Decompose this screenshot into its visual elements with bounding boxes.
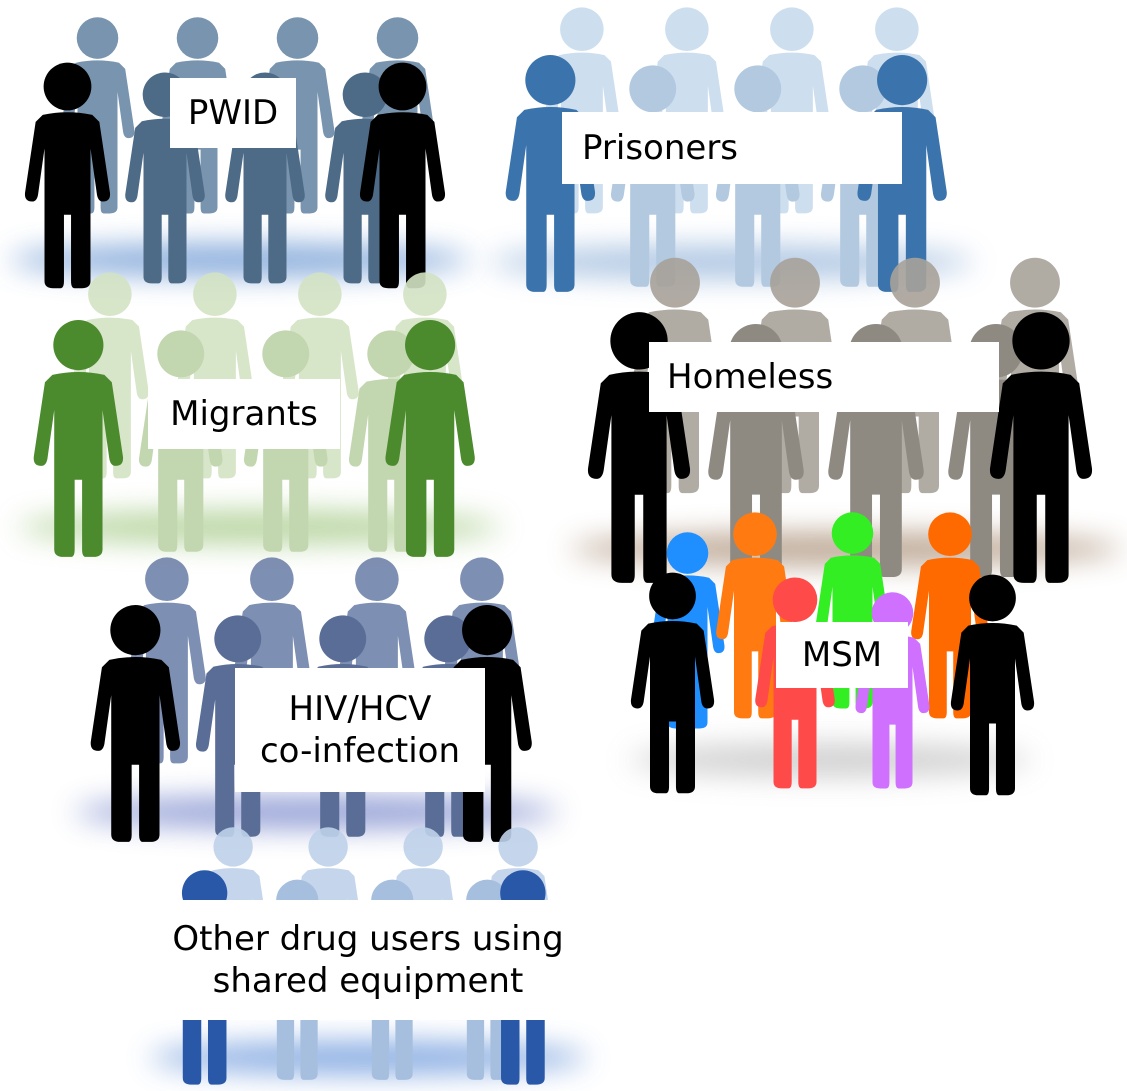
label-coinfection: HIV/HCV co-infection xyxy=(235,668,485,792)
figure-msm-shadow xyxy=(630,744,1030,776)
label-homeless: Homeless xyxy=(649,342,999,412)
label-migrants: Migrants xyxy=(148,379,340,449)
label-prisoners: Prisoners xyxy=(562,112,902,184)
label-pwid: PWID xyxy=(170,78,296,148)
label-msm: MSM xyxy=(776,622,908,688)
label-other-drug-users: Other drug users using shared equipment xyxy=(148,900,588,1020)
